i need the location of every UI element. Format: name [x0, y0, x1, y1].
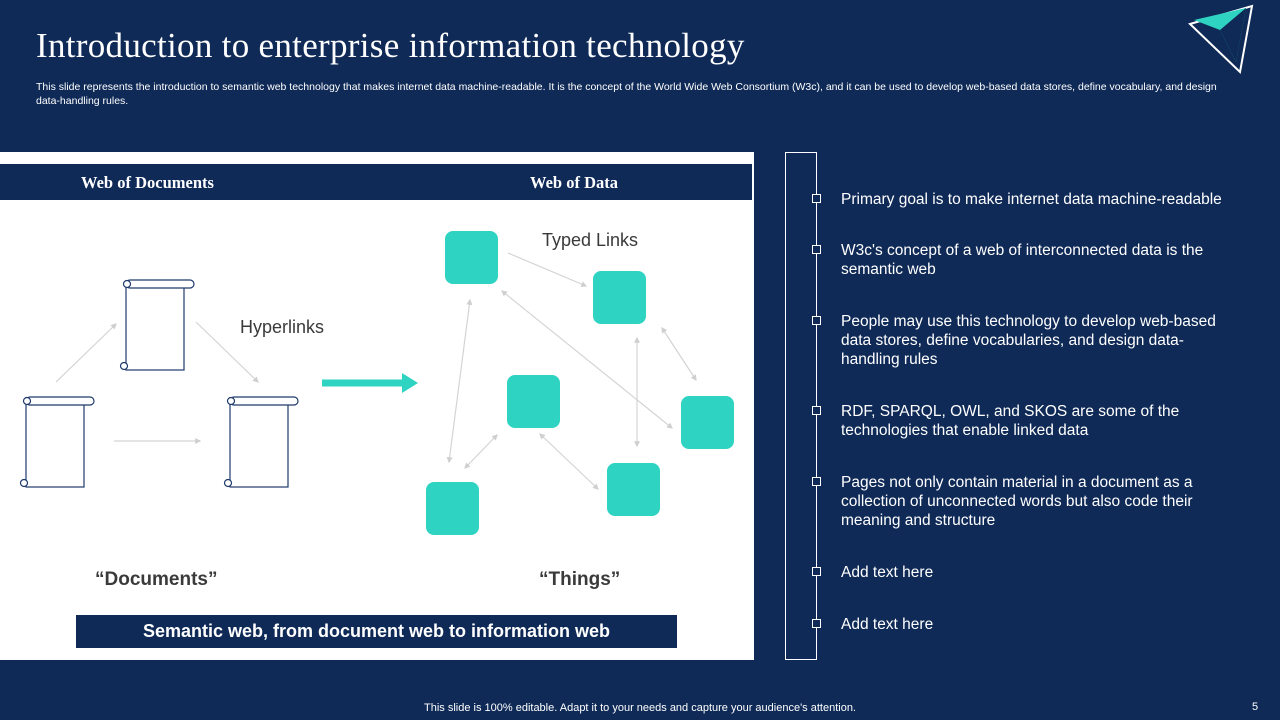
point-text: W3c's concept of a web of interconnected… [841, 242, 1204, 278]
documents-label: “Documents” [95, 569, 218, 590]
typed-link-arrow [446, 298, 473, 464]
document-to-data-diagram [19, 231, 734, 535]
hyperlinks-label: Hyperlinks [240, 317, 325, 337]
header-web-of-data: Web of Data [530, 173, 618, 192]
point-text: Pages not only contain material in a doc… [841, 474, 1193, 529]
data-node [507, 375, 560, 428]
data-node [445, 231, 498, 284]
document-scroll-icon [223, 396, 299, 488]
header-web-of-documents: Web of Documents [81, 173, 214, 192]
transition-arrow-head [402, 373, 418, 393]
point-text: Primary goal is to make internet data ma… [841, 191, 1222, 208]
data-node [426, 482, 479, 535]
data-node [607, 463, 660, 516]
triangle-logo-icon [1188, 4, 1254, 75]
square-bullet-icon [812, 619, 821, 628]
semantic-web-caption: Semantic web, from document web to infor… [76, 615, 677, 648]
slide-footer: This slide is 100% editable. Adapt it to… [424, 702, 856, 714]
square-bullet-icon [812, 194, 821, 203]
document-scroll-icon [119, 279, 195, 371]
point-text: People may use this technology to develo… [841, 313, 1216, 368]
square-bullet-icon [812, 477, 821, 486]
typed-link-arrow [539, 433, 599, 490]
hyperlink-arrow [195, 321, 259, 383]
typed-link-arrow [501, 290, 673, 429]
point-text: Add text here [841, 616, 934, 633]
slide-title: Introduction to enterprise information t… [36, 26, 745, 65]
page-number: 5 [1252, 701, 1259, 713]
typed-links-label: Typed Links [542, 230, 639, 250]
diagram-panel: Web of Documents Web of Data [0, 152, 754, 660]
data-node [593, 271, 646, 324]
slide-subtitle: This slide represents the introduction t… [36, 81, 1217, 107]
typed-link-arrow [507, 252, 588, 287]
typed-link-arrow [661, 326, 697, 382]
things-label: “Things” [539, 569, 621, 590]
point-text: RDF, SPARQL, OWL, and SKOS are some of t… [841, 403, 1180, 439]
data-node [681, 396, 734, 449]
diagram-header: Web of Documents Web of Data [0, 164, 752, 200]
square-bullet-icon [812, 316, 821, 325]
hyperlink-arrow [55, 323, 117, 383]
typed-link-arrow [464, 434, 498, 469]
square-bullet-icon [812, 245, 821, 254]
square-bullet-icon [812, 406, 821, 415]
square-bullet-icon [812, 567, 821, 576]
point-text: Add text here [841, 564, 934, 581]
document-scroll-icon [19, 396, 95, 488]
